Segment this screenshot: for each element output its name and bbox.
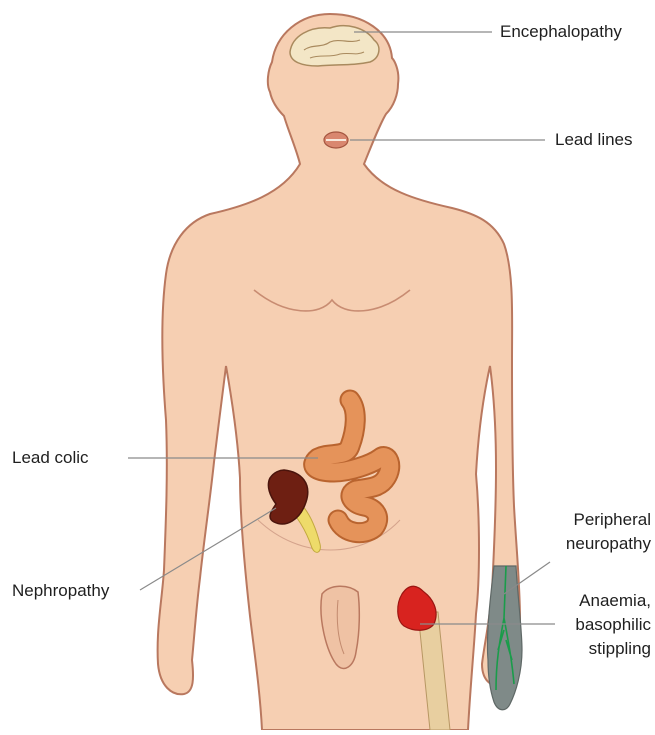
label-basophilic: basophilic [575,615,651,635]
label-anaemia: Anaemia, [579,591,651,611]
label-peripheral: Peripheral [574,510,652,530]
label-stippling: stippling [589,639,651,659]
label-lead-colic: Lead colic [12,448,89,468]
label-nephropathy: Nephropathy [12,581,109,601]
label-encephalopathy: Encephalopathy [500,22,622,42]
label-lead-lines: Lead lines [555,130,633,150]
label-neuropathy: neuropathy [566,534,651,554]
